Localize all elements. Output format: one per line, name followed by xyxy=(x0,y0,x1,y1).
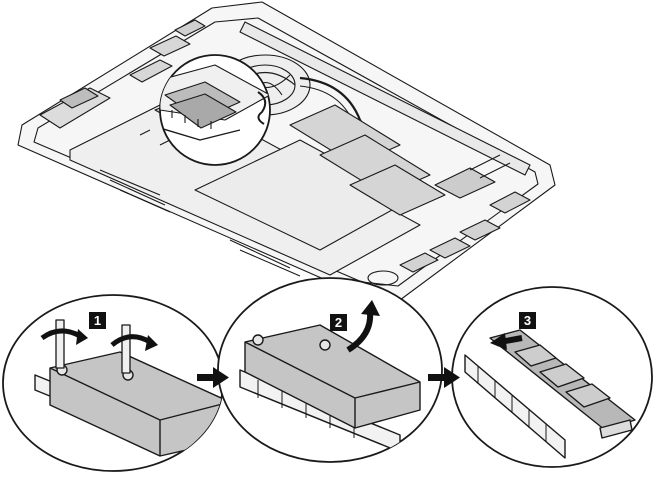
step-1-panel xyxy=(2,294,224,472)
right-arrow-icon xyxy=(197,367,229,388)
step-1-ssd-module xyxy=(49,351,223,457)
memory-slots xyxy=(289,104,446,216)
step-2-panel xyxy=(217,277,443,463)
step-2-badge: 2 xyxy=(330,314,347,331)
step-1-badge: 1 xyxy=(89,312,106,329)
rotate-arrow-icon xyxy=(40,328,158,351)
step-2-ssd-module xyxy=(244,324,421,429)
rotate-arrow-icon xyxy=(346,300,380,353)
wifi-card xyxy=(434,167,496,199)
zoom-callout-detail xyxy=(160,64,270,141)
right-arrow-icon xyxy=(428,367,460,388)
slide-arrow-icon xyxy=(490,333,523,350)
step-3-bracket-rail xyxy=(464,354,566,459)
laptop-base-illustration xyxy=(17,1,556,301)
step-3-badge: 3 xyxy=(519,312,536,329)
screwdriver-icon xyxy=(55,319,131,374)
hinge-bar xyxy=(239,21,531,176)
step-3-panel xyxy=(451,286,653,468)
